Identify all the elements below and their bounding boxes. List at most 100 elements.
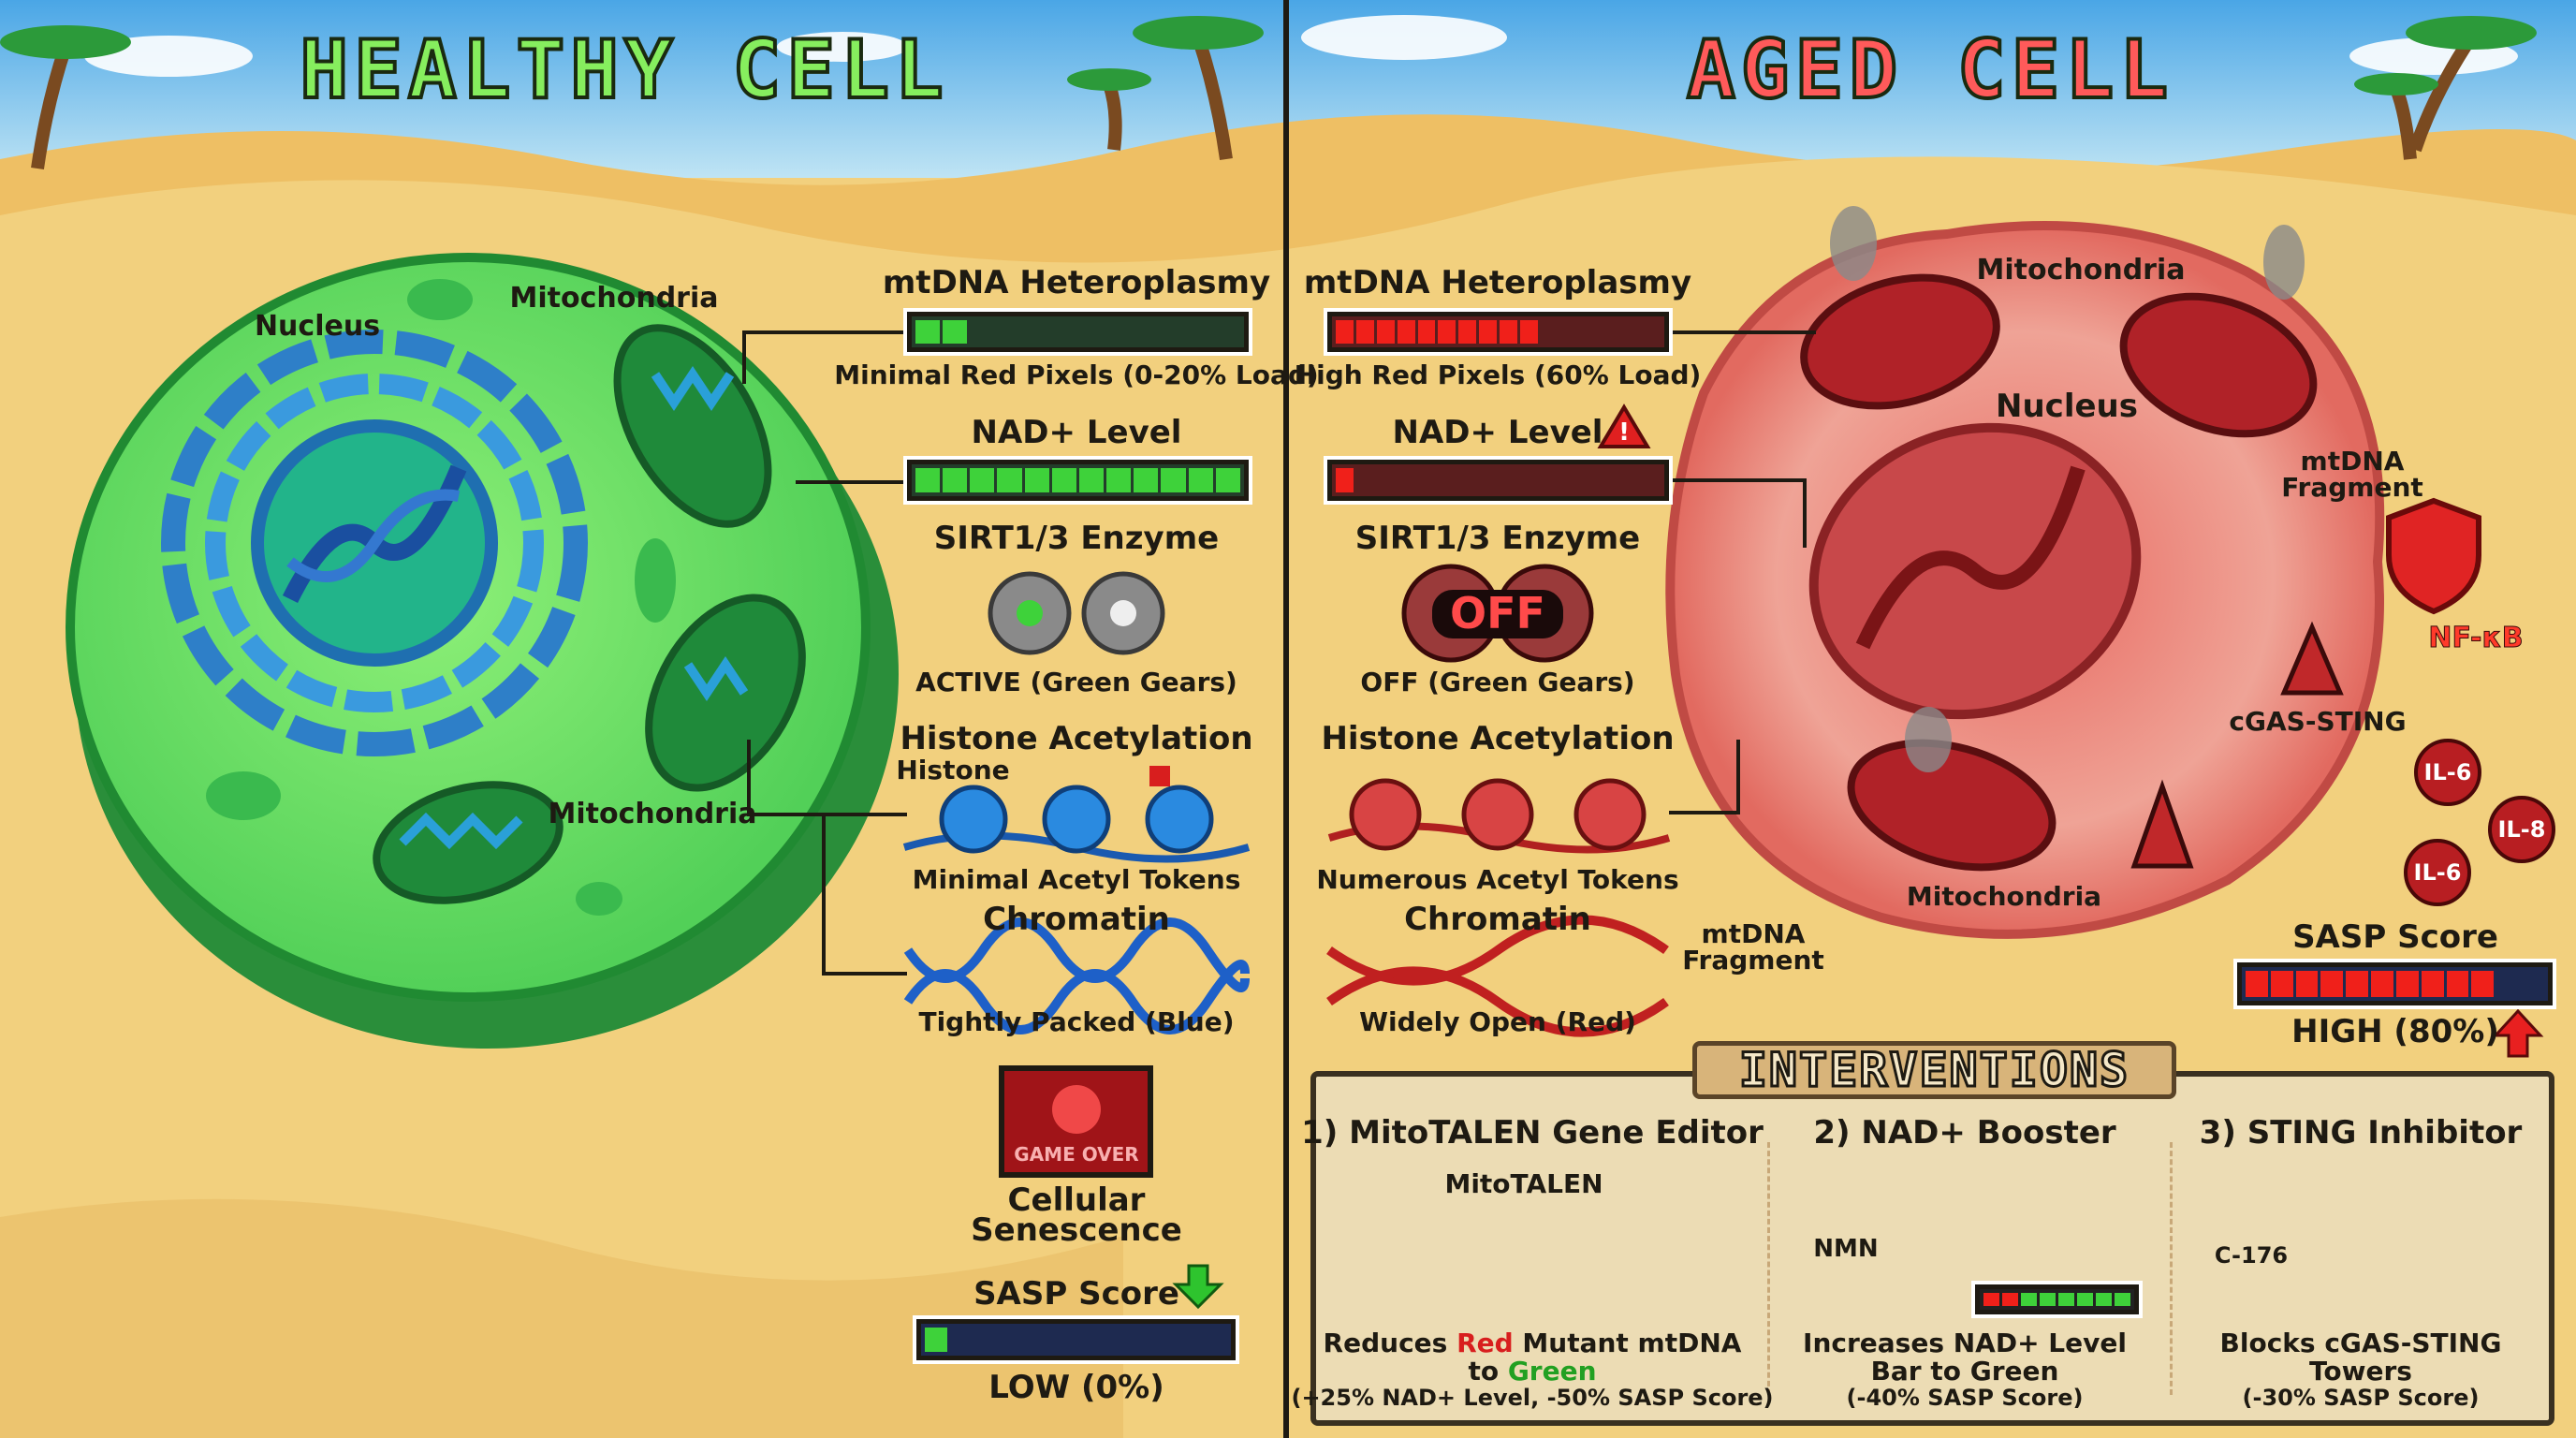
mtdna-heteroplasmy-bar xyxy=(903,308,1252,356)
intervention-desc: to Green xyxy=(1468,1356,1597,1387)
label-mitochondria: Mitochondria xyxy=(509,282,719,315)
aged-mtdna-title: mtDNA Heteroplasmy xyxy=(1303,264,1692,301)
label-mtdna-fragment: mtDNA xyxy=(2300,446,2405,477)
game-over-icon xyxy=(999,1065,1153,1178)
cgas-sting-towers xyxy=(2130,621,2344,869)
mtdna-caption: Minimal Red Pixels (0-20% Load) xyxy=(834,360,1319,390)
bar-segment xyxy=(915,320,941,344)
sasp-score-bar xyxy=(913,1315,1239,1364)
bar-segment xyxy=(2346,971,2369,997)
aged-chromatin-caption: Widely Open (Red) xyxy=(1359,1006,1636,1037)
bar-segment xyxy=(2040,1293,2056,1306)
mitotalen-label: MitoTALEN xyxy=(1444,1168,1603,1199)
intervention-desc: Reduces Red Mutant mtDNA xyxy=(1323,1328,1742,1358)
intervention-effect: (-40% SASP Score) xyxy=(1846,1385,2084,1411)
chromatin-dna-blue-icon xyxy=(903,917,1250,1034)
sasp-down-arrow-icon xyxy=(1172,1264,1224,1310)
mtdna-title: mtDNA Heteroplasmy xyxy=(882,264,1271,301)
bar-segment xyxy=(1355,320,1374,344)
histone-caption: Minimal Acetyl Tokens xyxy=(912,864,1241,895)
nmn-label: NMN xyxy=(1813,1235,1879,1263)
sasp-value: LOW (0%) xyxy=(988,1369,1164,1406)
healthy-cell-illustration xyxy=(66,253,907,1049)
chromatin-title: Chromatin xyxy=(983,901,1170,938)
bar-segment xyxy=(943,468,968,492)
bar-segment xyxy=(1134,468,1159,492)
nad-level-bar xyxy=(903,456,1252,505)
interventions-panel xyxy=(1310,1071,2554,1426)
senescence-label-1: Cellular xyxy=(1007,1181,1146,1219)
aged-label-nucleus: Nucleus xyxy=(1996,388,2138,425)
label-mtdna-fragment: Fragment xyxy=(1682,945,1824,976)
bar-segment xyxy=(2421,971,2444,997)
divider xyxy=(2170,1142,2173,1395)
bar-segment xyxy=(2446,971,2469,997)
healthy-title: HEALTHY CELL xyxy=(298,23,949,117)
bar-segment xyxy=(1336,320,1354,344)
intervention-desc: Blocks cGAS-STING xyxy=(2219,1328,2502,1358)
bar-segment xyxy=(925,1328,948,1352)
intervention-effect: (+25% NAD+ Level, -50% SASP Score) xyxy=(1291,1385,1774,1411)
bar-segment xyxy=(2002,1293,2018,1306)
bar-segment xyxy=(970,468,995,492)
bar-segment xyxy=(943,320,968,344)
bar-segment xyxy=(2270,971,2293,997)
bar-segment xyxy=(1397,320,1415,344)
healthy-nucleus xyxy=(161,330,588,756)
bar-segment xyxy=(1519,320,1538,344)
label-il8: IL-8 xyxy=(2497,816,2546,843)
nad-title: NAD+ Level xyxy=(971,414,1182,451)
bar-segment xyxy=(1336,468,1354,492)
bar-segment xyxy=(1479,320,1497,344)
histone-red-nucleosomes-icon xyxy=(1327,778,1671,854)
bar-segment xyxy=(2021,1293,2037,1306)
warning-icon: ! xyxy=(1618,418,1630,447)
label-mtdna-fragment: Fragment xyxy=(2281,472,2423,503)
label-mtdna-fragment: mtDNA xyxy=(1701,918,1806,949)
intervention-heading: 3) STING Inhibitor xyxy=(2199,1114,2523,1152)
aged-mtdna-bar xyxy=(1324,308,1673,356)
intervention-heading: 1) MitoTALEN Gene Editor xyxy=(1301,1114,1764,1152)
aged-nad-title: NAD+ Level xyxy=(1392,414,1603,451)
label-nfkb: NF-κB xyxy=(2428,622,2524,654)
bar-segment xyxy=(2096,1293,2112,1306)
histone-title: Histone Acetylation xyxy=(900,720,1253,757)
label-cgas-sting: cGAS-STING xyxy=(2229,706,2407,737)
label-il6: IL-6 xyxy=(2413,859,2462,886)
bar-segment xyxy=(1500,320,1517,344)
bar-segment xyxy=(2058,1293,2074,1306)
intervention-effect: (-30% SASP Score) xyxy=(2242,1385,2480,1411)
aged-title: AGED CELL xyxy=(1685,23,2174,117)
label-il6: IL-6 xyxy=(2423,759,2472,785)
interventions-title: INTERVENTIONS xyxy=(1692,1041,2176,1099)
panel-divider xyxy=(1283,0,1289,1438)
nad-booster-bar xyxy=(1971,1281,2143,1318)
bar-segment xyxy=(1161,468,1186,492)
aged-chromatin-title: Chromatin xyxy=(1404,901,1591,938)
bar-segment xyxy=(1215,468,1240,492)
bar-segment xyxy=(1417,320,1436,344)
sasp-up-arrow-icon xyxy=(2492,1008,2544,1058)
label-nucleus: Nucleus xyxy=(254,310,381,343)
bar-segment xyxy=(915,468,941,492)
bar-segment xyxy=(2077,1293,2093,1306)
aged-sirt-title: SIRT1/3 Enzyme xyxy=(1354,520,1641,557)
sirt-title: SIRT1/3 Enzyme xyxy=(933,520,1220,557)
game-over-text: GAME OVER xyxy=(1014,1143,1139,1166)
sasp-title: SASP Score xyxy=(973,1275,1179,1313)
aged-label-mitochondria: Mitochondria xyxy=(1976,254,2186,286)
aged-mitochondria xyxy=(1800,273,2318,872)
bar-segment xyxy=(1376,320,1395,344)
aged-mtdna-caption: High Red Pixels (60% Load) xyxy=(1294,360,1702,390)
sirt-caption: ACTIVE (Green Gears) xyxy=(915,667,1237,697)
senescence-label-2: Senescence xyxy=(971,1211,1182,1249)
nad-warning-icon xyxy=(1597,404,1651,448)
aged-label-mitochondria: Mitochondria xyxy=(1906,881,2102,912)
bar-segment xyxy=(1438,320,1456,344)
chromatin-caption: Tightly Packed (Blue) xyxy=(918,1006,1235,1037)
bar-segment xyxy=(1051,468,1076,492)
bar-segment xyxy=(2320,971,2344,997)
c176-label: C-176 xyxy=(2214,1242,2289,1269)
bar-segment xyxy=(1024,468,1049,492)
off-badge: OFF xyxy=(1450,588,1545,638)
